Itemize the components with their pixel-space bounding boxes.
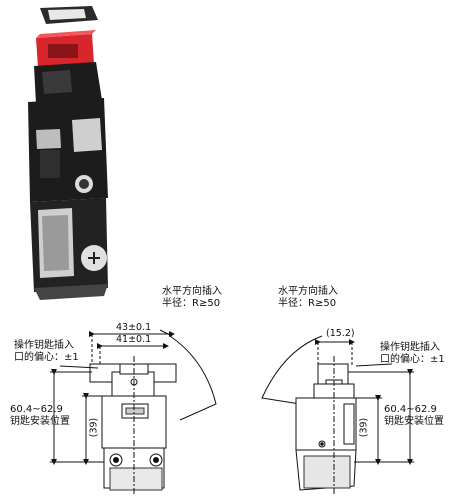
left-dim-39: (39) [88, 417, 100, 438]
right-offset-line2: 口的偏心：±1 [380, 354, 445, 365]
left-offset-line2: 口的偏心：±1 [14, 352, 79, 363]
left-insert-radius: 半径：R≥50 [162, 298, 221, 309]
right-view-drawing [261, 335, 414, 494]
right-offset-line1: 操作钥匙插入 [380, 342, 440, 353]
right-insert-radius: 半径：R≥50 [278, 298, 337, 309]
right-range-label: 钥匙安装位置 [384, 416, 444, 427]
left-dim-43: 43±0.1 [116, 322, 152, 333]
right-insert-title: 水平方向插入 [278, 286, 338, 297]
right-dim-39: (39) [358, 417, 370, 438]
left-range-label: 钥匙安装位置 [10, 416, 70, 427]
right-range-value: 60.4~62.9 [384, 404, 437, 415]
left-view-drawing [50, 329, 217, 494]
right-dim-15: (15.2) [326, 328, 355, 339]
left-dim-41: 41±0.1 [116, 334, 152, 345]
left-insert-title: 水平方向插入 [162, 286, 222, 297]
left-range-value: 60.4~62.9 [10, 404, 63, 415]
switch-photo [28, 6, 108, 300]
left-offset-line1: 操作钥匙插入 [14, 340, 74, 351]
